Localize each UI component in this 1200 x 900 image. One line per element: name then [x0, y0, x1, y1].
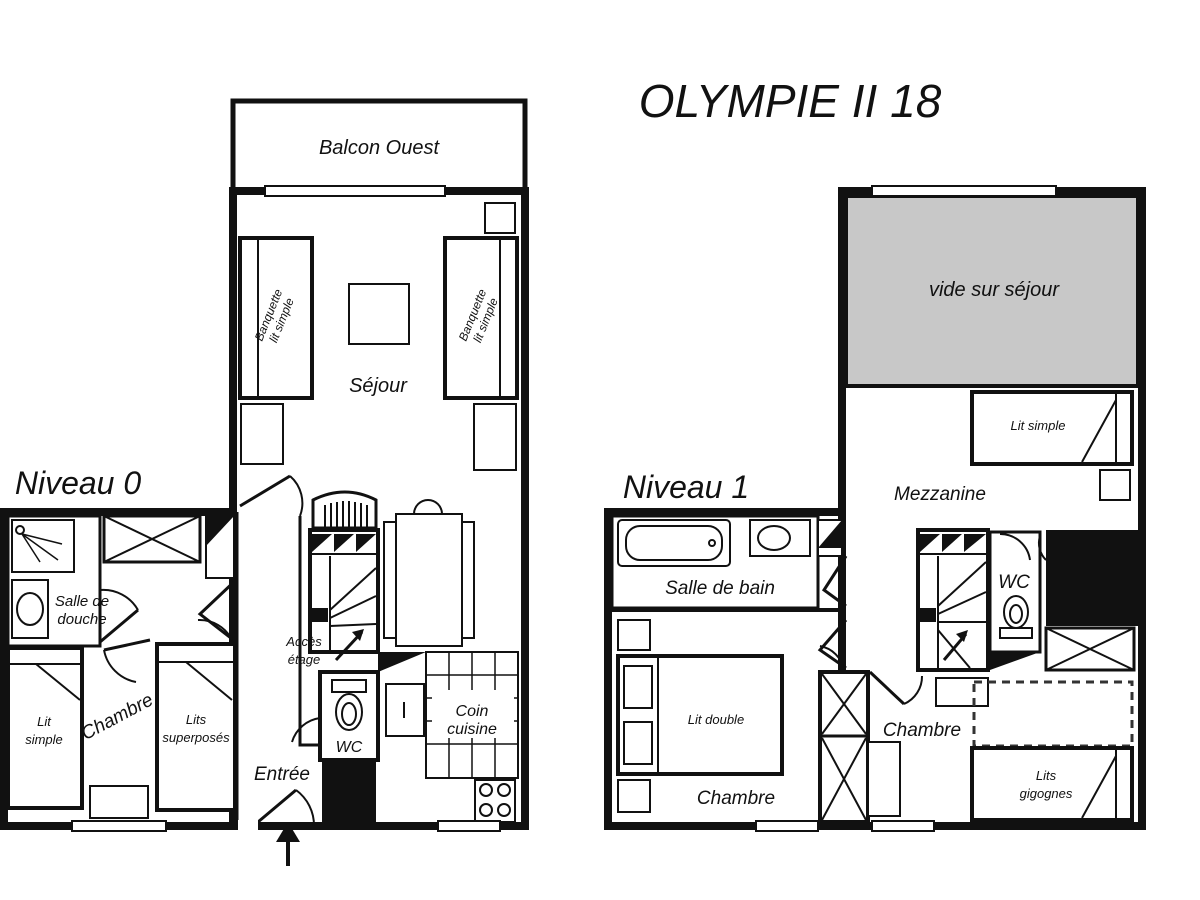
- cupboard-square: [484, 202, 516, 234]
- n1-top-window: [871, 185, 1057, 197]
- lit-simple-n1-label: Lit simple: [1011, 418, 1066, 433]
- stair-arrow-icon: [352, 629, 364, 641]
- lits-gigognes-label-2: gigognes: [1020, 786, 1073, 801]
- balcony-window: [264, 185, 446, 197]
- lit-simple-label-2: simple: [25, 732, 63, 747]
- wc-label-n1: WC: [998, 572, 1030, 593]
- lits-gigognes-label-1: Lits: [1036, 768, 1057, 783]
- douche-label-1: Salle de: [55, 593, 109, 610]
- chambre-label-n1-left: Chambre: [697, 788, 775, 809]
- douche-label-2: douche: [57, 611, 106, 628]
- niveau-1-label: Niveau 1: [623, 469, 749, 505]
- lit-simple-label-1: Lit: [37, 714, 52, 729]
- armchair-right: [473, 403, 517, 471]
- mezzanine-label: Mezzanine: [894, 484, 986, 505]
- bottom-window-right: [437, 820, 501, 832]
- void-area: [844, 194, 1140, 388]
- vide-label: vide sur séjour: [929, 279, 1060, 301]
- chambre-label-n1-right: Chambre: [883, 720, 961, 741]
- n1-bottom-window-left: [755, 820, 819, 832]
- banquette-left: [238, 236, 314, 400]
- n1-bottom-window-right: [871, 820, 935, 832]
- nightstand-n0: [89, 785, 149, 819]
- coffee-table: [348, 283, 410, 345]
- cuisine-label-1: Coin: [456, 703, 489, 720]
- wardrobe-n1: [818, 670, 870, 824]
- bed-simple-n1: [970, 390, 1134, 466]
- sejour-label: Séjour: [349, 375, 408, 397]
- banquette-right: [443, 236, 519, 400]
- plan-title: OLYMPIE II 18: [639, 75, 942, 127]
- lits-superposes-label-1: Lits: [186, 712, 207, 727]
- lits-superposes-label-2: superposés: [162, 730, 230, 745]
- staircase: [308, 528, 380, 654]
- wc-label-n0: WC: [336, 739, 363, 756]
- niveau-1-plan: vide sur séjour Lit simple Mezzanine Sal…: [604, 185, 1146, 832]
- cuisine-label-2: cuisine: [447, 721, 497, 738]
- bottom-window-left: [71, 820, 167, 832]
- armchair-left: [240, 403, 284, 465]
- entry-arrow-icon: [276, 822, 300, 842]
- bed-simple-n0: [6, 646, 84, 810]
- dining-table: [395, 513, 463, 647]
- acces-label-2: étage: [288, 652, 321, 667]
- stair-arrow-icon-n1: [956, 630, 968, 642]
- bunk-bed-n0: [155, 642, 237, 812]
- balcon-label: Balcon Ouest: [319, 137, 441, 159]
- niveau-0-plan: Banquette lit simple Banquette lit simpl…: [0, 98, 529, 866]
- dashed-zone: [972, 680, 1134, 748]
- lit-double-label: Lit double: [688, 712, 744, 727]
- entree-label: Entrée: [254, 764, 310, 785]
- salle-bain-label: Salle de bain: [665, 578, 775, 599]
- bath-sink-icon: [757, 525, 791, 551]
- trundle-bed: [970, 746, 1134, 822]
- chambre-label-n0: Chambre: [78, 690, 157, 745]
- niveau-0-label: Niveau 0: [15, 465, 142, 501]
- sink-icon: [16, 592, 44, 626]
- acces-label-1: Accès: [285, 634, 322, 649]
